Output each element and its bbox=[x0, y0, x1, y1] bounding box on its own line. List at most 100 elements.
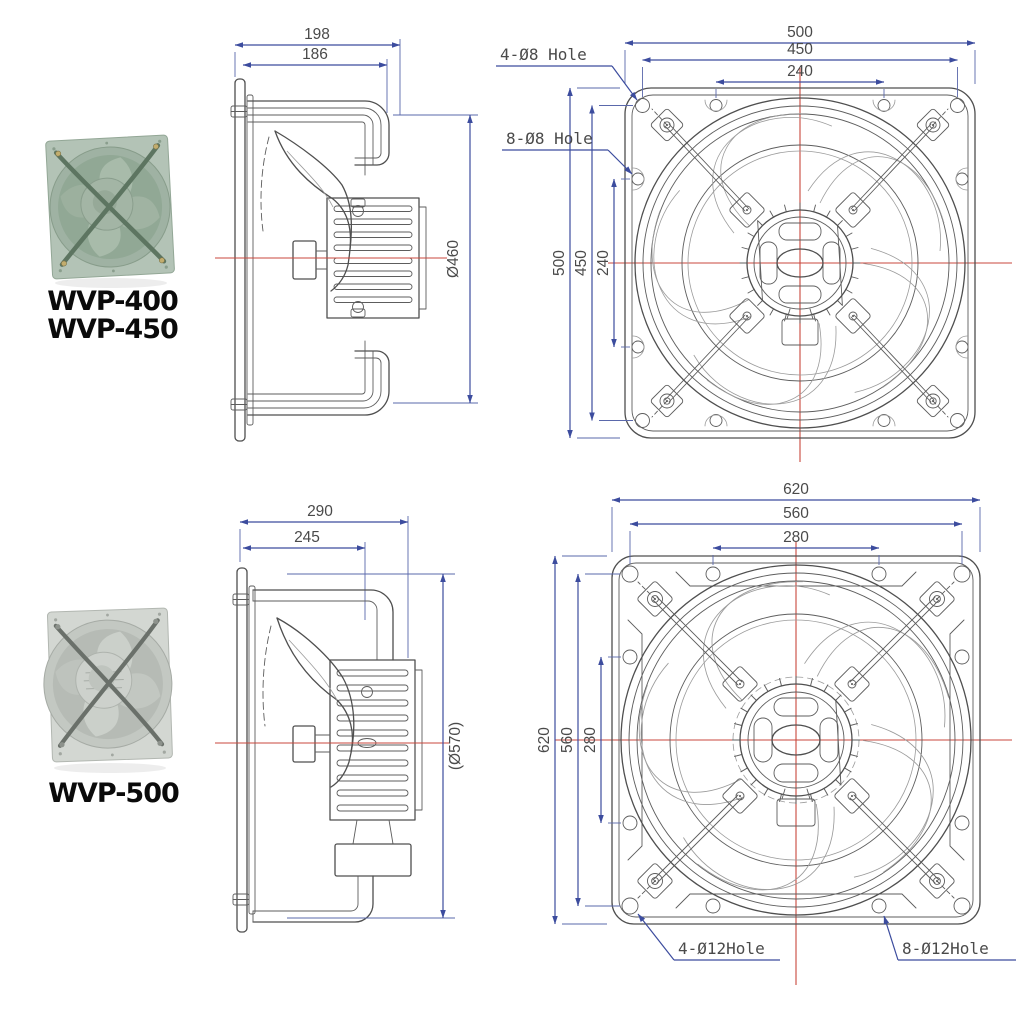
terminal-box bbox=[781, 318, 819, 346]
dimension-height-outer: 500 bbox=[551, 87, 620, 439]
dimension-width-outer: 500 bbox=[624, 24, 976, 84]
plate-bolt bbox=[232, 593, 250, 606]
dimension-height-center: 240 bbox=[595, 178, 630, 348]
dim-text: 245 bbox=[294, 529, 320, 546]
guard-bars bbox=[53, 143, 167, 267]
dim-text: 450 bbox=[787, 41, 813, 58]
callout-text: 4-Ø8 Hole bbox=[500, 45, 587, 64]
corner-holes bbox=[621, 565, 971, 915]
model-label-top: WVP-400 WVP-450 bbox=[40, 288, 185, 344]
dimension-frame-depth: 186 bbox=[242, 46, 388, 113]
blade-silhouette bbox=[260, 130, 353, 292]
model-name: WVP-500 bbox=[48, 778, 180, 809]
mounting-plate bbox=[611, 555, 981, 925]
dimension-width-outer: 620 bbox=[611, 481, 981, 552]
model-name: WVP-400 bbox=[47, 286, 179, 317]
guard-bars bbox=[53, 618, 165, 748]
motor-bolt bbox=[350, 198, 366, 208]
mounting-plate bbox=[624, 87, 976, 439]
photo-shadow bbox=[54, 763, 166, 773]
callout-edge-holes: 8-Ø12Hole bbox=[883, 915, 1016, 961]
dim-text: (Ø570) bbox=[447, 722, 464, 770]
dim-text: 620 bbox=[536, 727, 553, 753]
dim-text: 620 bbox=[783, 481, 809, 498]
motor-fins bbox=[333, 205, 413, 303]
guard-corner-pads bbox=[637, 581, 955, 899]
guard-bolts bbox=[55, 143, 165, 267]
front-view-drawing-bottom: 620 560 280 620 560 280 4-Ø12Hole bbox=[536, 481, 1016, 985]
dimension-frame-depth: 245 bbox=[242, 529, 366, 620]
hub-cutout bbox=[778, 222, 822, 241]
shaft-hub bbox=[292, 240, 317, 280]
terminal-neck bbox=[352, 819, 394, 845]
dim-text: 560 bbox=[559, 727, 576, 753]
model-label-bottom: WVP-500 bbox=[46, 780, 181, 808]
dim-text: 450 bbox=[573, 250, 590, 276]
edge-holes bbox=[622, 566, 970, 914]
guard-corner-pads bbox=[650, 108, 950, 418]
motor-hub bbox=[731, 675, 861, 827]
model-name: WVP-450 bbox=[47, 314, 179, 345]
guard-arm-bottom bbox=[252, 875, 374, 923]
hub-cutout bbox=[773, 697, 819, 717]
dim-text: 290 bbox=[307, 503, 333, 520]
guard-hook bbox=[247, 100, 390, 176]
dimension-width-center: 240 bbox=[715, 63, 885, 98]
guard-hub-pads bbox=[722, 666, 870, 814]
arm-bolt bbox=[361, 686, 373, 698]
mounting-plate bbox=[230, 78, 254, 442]
motor bbox=[292, 659, 423, 877]
dim-text: Ø460 bbox=[445, 240, 462, 278]
dimension-height-center: 280 bbox=[582, 656, 621, 824]
dimension-width-holes: 450 bbox=[642, 41, 958, 97]
dim-text: 500 bbox=[551, 250, 568, 276]
hub-cutout bbox=[778, 285, 822, 304]
fan-blades bbox=[638, 581, 950, 891]
edge-ribs bbox=[627, 571, 965, 909]
dimension-width-center: 280 bbox=[712, 529, 880, 565]
dimension-height-holes: 560 bbox=[559, 573, 620, 907]
dimension-width-holes: 560 bbox=[629, 505, 963, 564]
shaft-hub bbox=[292, 725, 316, 763]
bellmouth-rings bbox=[620, 564, 972, 916]
dimension-total-depth: 198 bbox=[234, 26, 401, 115]
dim-text: 500 bbox=[787, 24, 813, 41]
callout-corner-holes: 4-Ø12Hole bbox=[637, 913, 780, 961]
guard-bolts bbox=[55, 618, 163, 748]
dim-text: 240 bbox=[595, 250, 612, 276]
product-photo-wvp500 bbox=[43, 607, 173, 773]
product-photo-wvp400 bbox=[45, 134, 175, 288]
mounting-plate bbox=[232, 567, 256, 933]
dimension-height-holes: 450 bbox=[573, 105, 633, 421]
dim-text: 280 bbox=[582, 727, 599, 753]
blade-silhouette bbox=[262, 617, 355, 788]
callout-text: 8-Ø8 Hole bbox=[506, 129, 593, 148]
motor-bolt bbox=[350, 308, 366, 318]
hub-gear-ticks bbox=[739, 202, 861, 324]
callout-corner-holes: 4-Ø8 Hole bbox=[496, 45, 638, 101]
motor-hub bbox=[739, 202, 861, 346]
dimension-total-depth: 290 bbox=[239, 503, 409, 658]
edge-holes bbox=[631, 99, 969, 427]
guard-x-bars bbox=[651, 108, 949, 418]
bellmouth-rings bbox=[634, 97, 966, 429]
plate-bolt bbox=[230, 105, 248, 118]
guard-hub-pads bbox=[729, 192, 871, 334]
dimension-height-outer: 620 bbox=[536, 555, 607, 925]
motor-fins bbox=[336, 669, 409, 812]
plate-bolt bbox=[230, 398, 248, 411]
callout-edge-holes: 8-Ø8 Hole bbox=[502, 129, 633, 175]
dimension-diameter: Ø460 bbox=[393, 114, 478, 404]
plate-screws bbox=[54, 612, 166, 757]
side-view-drawing-top: 198 186 bbox=[215, 26, 478, 442]
front-view-drawing-top: 500 450 240 500 450 240 4-Ø8 Hole 8-Ø bbox=[496, 24, 1012, 462]
dimension-diameter: (Ø570) bbox=[287, 573, 464, 919]
hub-cutout bbox=[773, 763, 819, 783]
guard-arm-top bbox=[252, 589, 394, 698]
motor-endcap bbox=[414, 669, 423, 811]
photo-shadow bbox=[55, 278, 167, 288]
callout-text: 4-Ø12Hole bbox=[678, 939, 765, 958]
guard-x-bars bbox=[637, 581, 955, 899]
terminal-box bbox=[334, 843, 412, 877]
terminal-box bbox=[776, 798, 816, 827]
